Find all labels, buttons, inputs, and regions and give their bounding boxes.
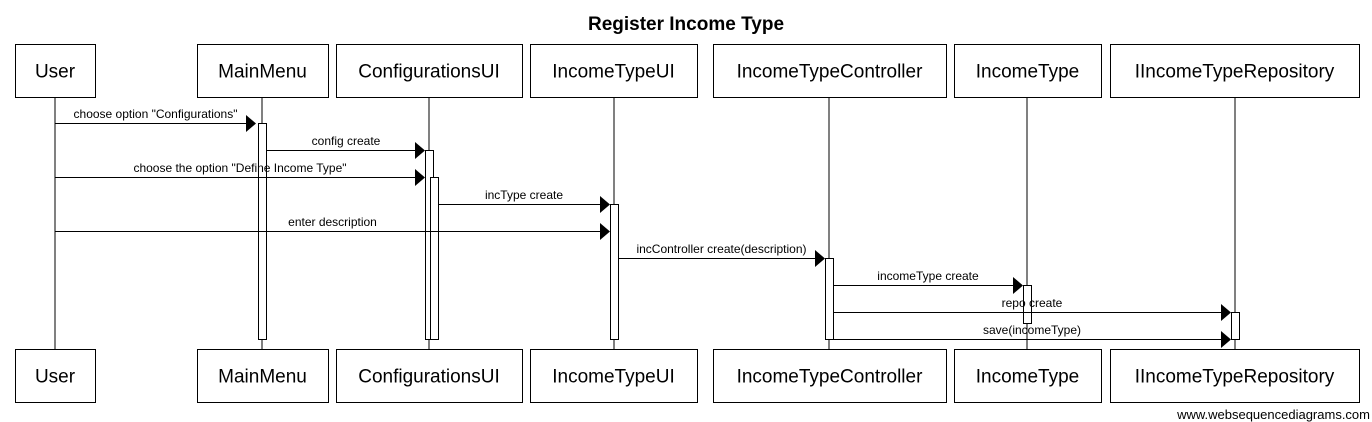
participant-box xyxy=(954,44,1102,98)
participant-box xyxy=(197,44,329,98)
watermark: www.websequencediagrams.com xyxy=(1177,407,1370,422)
participant-box xyxy=(1110,349,1360,403)
message-6: incController create(description) xyxy=(618,242,825,267)
message-label: choose the option "Define Income Type" xyxy=(133,161,346,175)
participant-box xyxy=(713,349,947,403)
message-label: enter description xyxy=(288,215,377,229)
participant-label: IIncomeTypeRepository xyxy=(1135,367,1335,388)
participant-box xyxy=(1110,44,1360,98)
participant-inctypeui-bottom: IncomeTypeUI xyxy=(530,349,698,403)
message-9: save(incomeType) xyxy=(833,323,1231,348)
participant-box xyxy=(713,44,947,98)
message-label: incomeType create xyxy=(877,269,979,283)
participant-label: MainMenu xyxy=(218,367,307,388)
participant-label: User xyxy=(35,367,76,388)
message-label: choose option "Configurations" xyxy=(74,107,238,121)
participant-inctypeui-top: IncomeTypeUI xyxy=(530,44,698,98)
participant-box xyxy=(336,44,523,98)
participant-user-top: User xyxy=(15,44,96,98)
participant-configui-bottom: ConfigurationsUI xyxy=(336,349,523,403)
activation-bar-inctypeui xyxy=(610,204,619,340)
arrowhead-icon xyxy=(1221,304,1231,321)
message-2: config create xyxy=(267,134,425,159)
arrowhead-icon xyxy=(600,223,610,240)
arrowhead-icon xyxy=(415,142,425,159)
participant-configui-top: ConfigurationsUI xyxy=(336,44,523,98)
participant-label: IncomeTypeController xyxy=(737,62,924,83)
participant-inctype-bottom: IncomeType xyxy=(954,349,1102,403)
message-label: incController create(description) xyxy=(636,242,806,256)
participant-box xyxy=(530,44,698,98)
activation-bar-inctype xyxy=(1023,285,1032,324)
participant-box xyxy=(954,349,1102,403)
message-label: incType create xyxy=(485,188,563,202)
arrowhead-icon xyxy=(1221,331,1231,348)
participant-box xyxy=(15,44,96,98)
participant-inctype-top: IncomeType xyxy=(954,44,1102,98)
participant-label: IIncomeTypeRepository xyxy=(1135,62,1335,83)
participant-box xyxy=(530,349,698,403)
participant-label: ConfigurationsUI xyxy=(358,367,500,388)
participant-label: User xyxy=(35,62,76,83)
arrowhead-icon xyxy=(600,196,610,213)
participant-increpo-top: IIncomeTypeRepository xyxy=(1110,44,1360,98)
participant-label: IncomeTypeUI xyxy=(552,367,675,388)
participant-user-bottom: User xyxy=(15,349,96,403)
arrowhead-icon xyxy=(246,115,256,132)
participant-label: ConfigurationsUI xyxy=(358,62,500,83)
participant-label: IncomeTypeUI xyxy=(552,62,675,83)
participant-box xyxy=(15,349,96,403)
participant-incctrl-top: IncomeTypeController xyxy=(713,44,947,98)
participant-label: MainMenu xyxy=(218,62,307,83)
message-label: save(incomeType) xyxy=(983,323,1081,337)
participant-increpo-bottom: IIncomeTypeRepository xyxy=(1110,349,1360,403)
participant-box xyxy=(336,349,523,403)
participant-label: IncomeType xyxy=(976,367,1080,388)
participant-label: IncomeTypeController xyxy=(737,367,924,388)
message-3: choose the option "Define Income Type" xyxy=(55,161,425,186)
participant-mainmenu-bottom: MainMenu xyxy=(197,349,329,403)
diagram-title: Register Income Type xyxy=(588,14,784,35)
message-label: repo create xyxy=(1002,296,1063,310)
message-4: incType create xyxy=(438,188,610,213)
participant-incctrl-bottom: IncomeTypeController xyxy=(713,349,947,403)
participant-box xyxy=(197,349,329,403)
activation-bar-incctrl xyxy=(825,258,834,340)
arrowhead-icon xyxy=(815,250,825,267)
participant-mainmenu-top: MainMenu xyxy=(197,44,329,98)
message-label: config create xyxy=(312,134,381,148)
message-8: repo create xyxy=(833,296,1231,321)
participant-label: IncomeType xyxy=(976,62,1080,83)
activation-bar-configui xyxy=(430,177,439,340)
message-7: incomeType create xyxy=(833,269,1023,294)
message-1: choose option "Configurations" xyxy=(55,107,256,132)
activation-bar-increpo xyxy=(1231,312,1240,340)
message-5: enter description xyxy=(55,215,610,240)
arrowhead-icon xyxy=(415,169,425,186)
arrowhead-icon xyxy=(1013,277,1023,294)
